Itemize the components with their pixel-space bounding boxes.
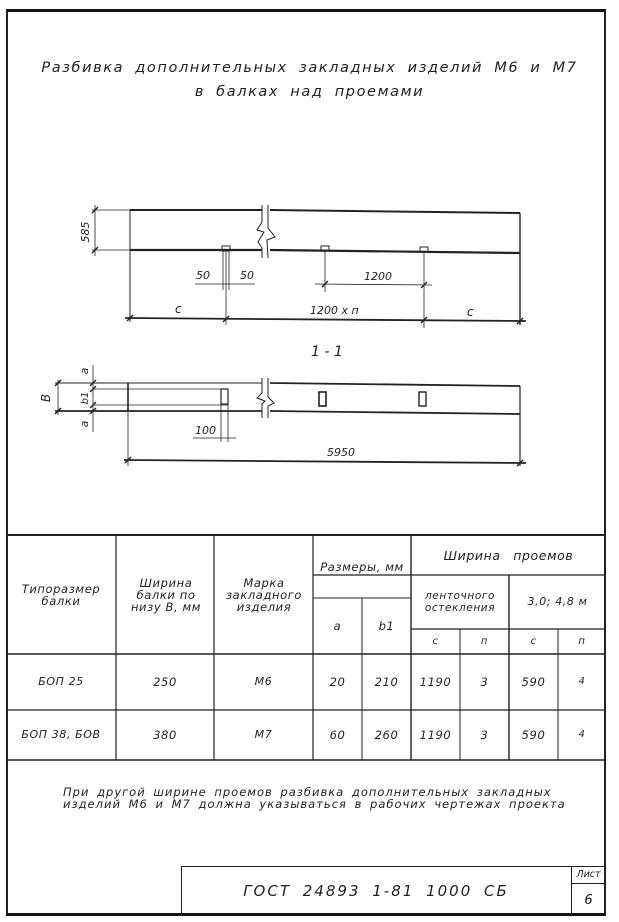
row2-n1: 3 [480, 728, 489, 742]
section-width-label: В [39, 394, 53, 402]
left-end-dim-label: с [175, 302, 182, 316]
row2-a: 60 [329, 728, 346, 742]
header-c2: с [530, 635, 537, 647]
row1-c1: 1190 [419, 675, 452, 689]
row1-beam-width: 250 [153, 675, 177, 689]
drawing-title-line2: в балках над проемами [194, 84, 425, 100]
sheet-label: Лист [571, 866, 606, 884]
title-block [181, 866, 606, 916]
header-strip-glazing: ленточного остекления [424, 590, 496, 614]
header-size-3-48: 3,0; 4,8 м [527, 595, 588, 608]
row1-type-size: БОП 25 [38, 675, 84, 688]
height-dim-label: 585 [79, 222, 92, 243]
header-insert-mark: Марка закладного изделия [225, 576, 303, 614]
row2-c2: 590 [521, 728, 546, 742]
row2-mark: М7 [254, 728, 273, 741]
row2-c1: 1190 [419, 728, 452, 742]
row2-n2: 4 [578, 729, 586, 740]
row2-b1: 260 [374, 728, 399, 742]
drawing-note: При другой ширине проемов разбивка допол… [63, 786, 566, 810]
document-code: ГОСТ 24893 1-81 1000 СБ [243, 882, 509, 900]
length-dim-label: 5950 [327, 446, 355, 459]
row1-mark: М6 [254, 675, 273, 688]
sheet-box [571, 866, 606, 916]
row1-n2: 4 [578, 676, 586, 687]
edge-dim-bottom-label: а [78, 420, 91, 427]
row1-c2: 590 [521, 675, 546, 689]
spacing-dim-label: 1200 [364, 270, 392, 283]
note-line1: При другой ширине проемов разбивка допол… [63, 785, 552, 799]
row1-n1: 3 [480, 675, 489, 689]
row2-beam-width: 380 [153, 728, 177, 742]
row1-b1: 210 [374, 675, 399, 689]
header-dimensions: Размеры, мм [320, 560, 404, 574]
sheet-number: 6 [584, 892, 593, 908]
note-line2: изделий М6 и М7 должна указываться в раб… [63, 797, 566, 811]
left-gap-dim-label: 50 [196, 269, 210, 282]
right-gap-dim-label: 50 [240, 269, 254, 282]
right-end-dim-label: с [467, 305, 474, 319]
drawing-frame [6, 9, 606, 916]
middle-dim-label: 1200 х п [310, 304, 359, 317]
row1-a: 20 [329, 675, 346, 689]
header-dim-a: а [333, 619, 342, 633]
header-dim-b1: b1 [378, 619, 395, 633]
header-n1: п [480, 635, 489, 647]
header-type-size: Типоразмер балки [21, 582, 101, 608]
header-beam-width: Ширина балки по низу В, мм [130, 576, 202, 614]
row2-type-size: БОП 38, БОВ [21, 728, 101, 741]
edge-dim-top-label: а [78, 367, 91, 374]
header-c1: с [432, 635, 439, 647]
section-label: 1 - 1 [311, 344, 343, 360]
inner-dim-label: b1 [80, 392, 91, 405]
drawing-title-line1: Разбивка дополнительных закладных издели… [41, 60, 578, 76]
header-n2: п [578, 635, 586, 647]
header-opening-width: Ширина проемов [443, 547, 574, 563]
insert-dim-label: 100 [195, 424, 216, 437]
